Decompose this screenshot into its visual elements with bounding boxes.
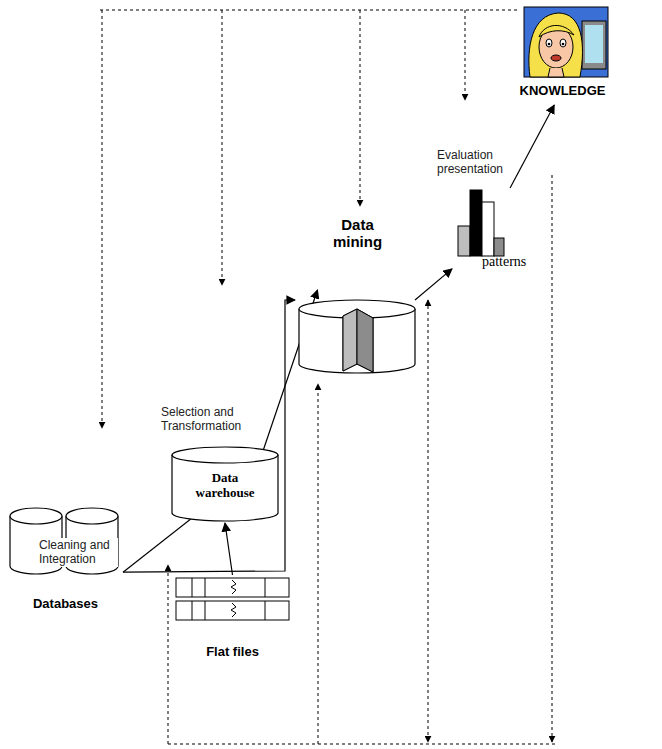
node-label: Data warehouse [183, 471, 267, 501]
pattern-chart-icon: patterns [452, 188, 540, 274]
step-label: Evaluation presentation [436, 148, 514, 177]
node-label: patterns [482, 254, 526, 270]
warehouse-cylinder: Data warehouse [170, 445, 280, 523]
flat-file-icon: Flat files [170, 575, 295, 665]
node-label: Flat files [206, 645, 259, 660]
flow-arrow [415, 269, 452, 300]
knowledge-figure: KNOWLEDGE [480, 5, 645, 105]
step-label: Selection and Transformation [160, 405, 257, 434]
data-mining-cylinder: Data mining [295, 212, 420, 378]
node-label: Data mining [323, 216, 393, 251]
flow-arrow [123, 300, 295, 572]
flow-arrow [510, 105, 554, 188]
node-label: KNOWLEDGE [520, 84, 606, 99]
step-label: Cleaning and Integration [38, 538, 118, 567]
flow-arrow [225, 523, 233, 575]
node-label: Databases [33, 597, 98, 612]
